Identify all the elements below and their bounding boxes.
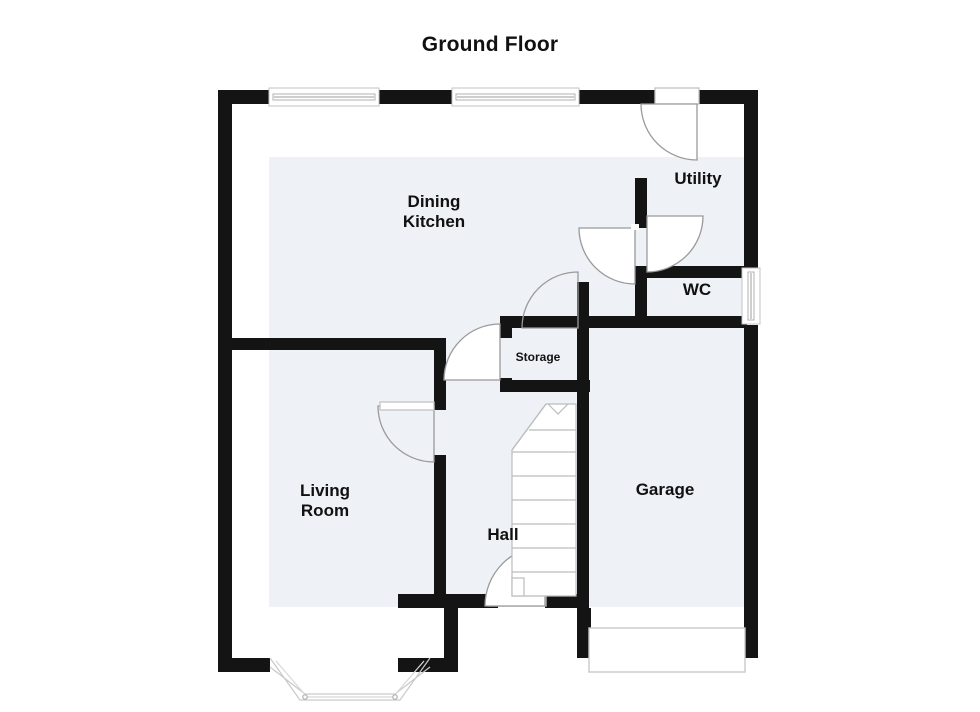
kitchen-front-window-left (268, 87, 380, 107)
walls (218, 90, 758, 672)
hall-to-kitchen-door (521, 271, 579, 329)
kitchen-front-window-right (451, 87, 580, 107)
doors (377, 87, 704, 607)
living-room-door (377, 401, 435, 463)
windows (268, 87, 761, 701)
utility-external-door (640, 87, 700, 161)
garage-up-and-over-door (588, 627, 746, 673)
stairs-direction-arrow (547, 403, 569, 415)
wc-side-window (741, 267, 761, 325)
utility-to-kitchen-door (578, 224, 639, 285)
storage-door (443, 323, 501, 381)
wc-door (646, 215, 704, 273)
living-room-bay-window (269, 657, 431, 701)
hall-staircase (511, 403, 577, 597)
page-title: Ground Floor (421, 33, 559, 56)
